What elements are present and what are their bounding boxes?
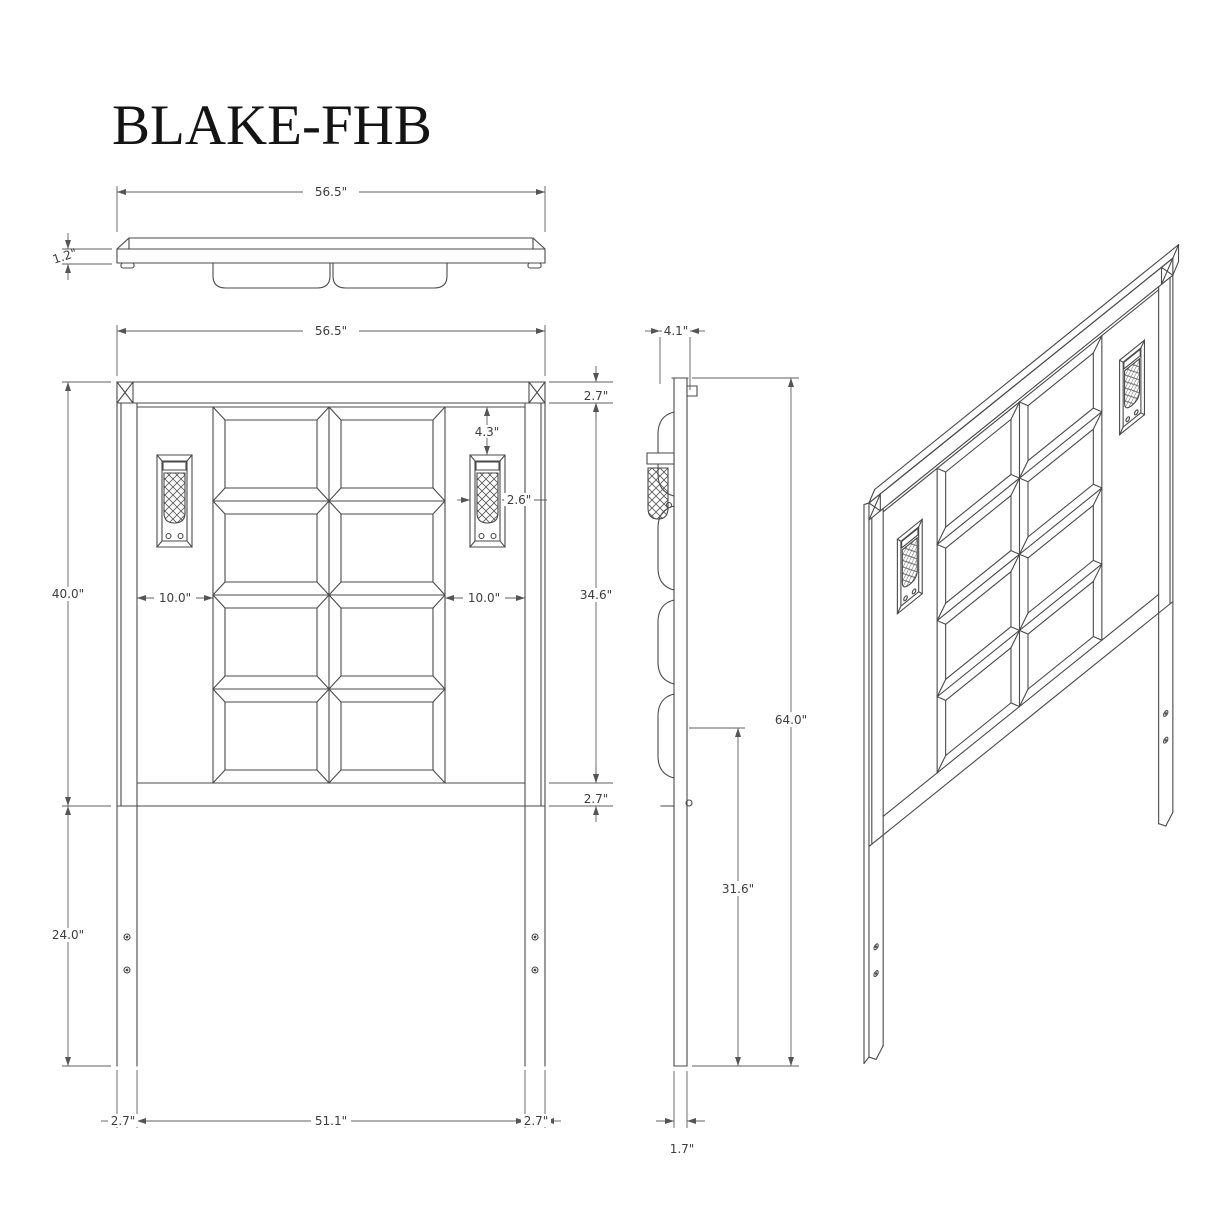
top-view-foot-left xyxy=(121,263,134,268)
dim-front-inner-span: 51.1" xyxy=(315,1114,347,1128)
dim-front-rail-top: 2.7" xyxy=(584,389,609,403)
side-post-hole xyxy=(686,800,692,806)
dim-side-lower-height: 31.6" xyxy=(722,882,754,896)
dim-side-depth: 4.1" xyxy=(664,324,689,338)
dim-front-leg-width-right: 2.7" xyxy=(524,1114,549,1128)
front-corner-blocks xyxy=(116,381,546,404)
dim-front-leg-width-left: 2.7" xyxy=(111,1114,136,1128)
top-view-panel-left xyxy=(213,263,330,288)
front-holes-left xyxy=(123,933,131,974)
iso-panel-grid xyxy=(936,335,1103,774)
top-view-panel-right xyxy=(333,263,447,288)
top-view-foot-right xyxy=(528,263,541,268)
top-view: 56.5" 1.2" xyxy=(51,184,545,288)
iso-sconce-left xyxy=(896,518,923,615)
dim-top-width: 56.5" xyxy=(315,185,347,199)
dim-side-leg-depth: 1.7" xyxy=(670,1142,695,1156)
drawing-title: BLAKE-FHB xyxy=(112,94,432,157)
dim-front-panel-height: 34.6" xyxy=(580,588,612,602)
side-post xyxy=(672,378,688,1066)
iso-holes-right xyxy=(1163,708,1169,745)
dim-side-total-height: 64.0" xyxy=(775,713,807,727)
top-view-slab xyxy=(117,238,545,263)
iso-holes-left xyxy=(873,942,879,979)
side-sconce-finial xyxy=(667,503,672,508)
side-mount-knob xyxy=(687,386,697,396)
side-sconce-lens xyxy=(648,468,668,519)
iso-sconce-right xyxy=(1119,339,1145,436)
dim-top-thickness: 1.2" xyxy=(51,246,79,267)
side-view: 4.1" 64.0" 31.6" 1.7" xyxy=(645,324,812,1156)
front-view-dimensions xyxy=(62,325,613,1128)
side-sconce-cap xyxy=(647,453,674,464)
dim-front-sconce-drop: 4.3" xyxy=(475,425,500,439)
dim-front-inset-left: 10.0" xyxy=(159,591,191,605)
front-sconce-right xyxy=(469,454,506,548)
isometric-view xyxy=(864,245,1179,1069)
side-view-dimensions xyxy=(645,328,799,1128)
dim-front-rail-bottom: 2.7" xyxy=(584,792,609,806)
dim-front-sconce-width: 2.6" xyxy=(507,493,532,507)
front-view: 56.5" 40.0" 24.0" 2.7" 34.6" 2.7" 4.3" 2… xyxy=(45,323,616,1128)
front-holes-right xyxy=(531,933,539,974)
dim-front-leg-height: 24.0" xyxy=(52,928,84,942)
dim-front-inset-right: 10.0" xyxy=(468,591,500,605)
iso-left-depth-edge xyxy=(864,501,869,1064)
dim-front-height: 40.0" xyxy=(52,587,84,601)
front-panel-grid xyxy=(212,406,446,784)
dim-front-width: 56.5" xyxy=(315,324,347,338)
front-sconce-left xyxy=(156,454,193,548)
iso-leg-tips xyxy=(869,812,1173,1065)
